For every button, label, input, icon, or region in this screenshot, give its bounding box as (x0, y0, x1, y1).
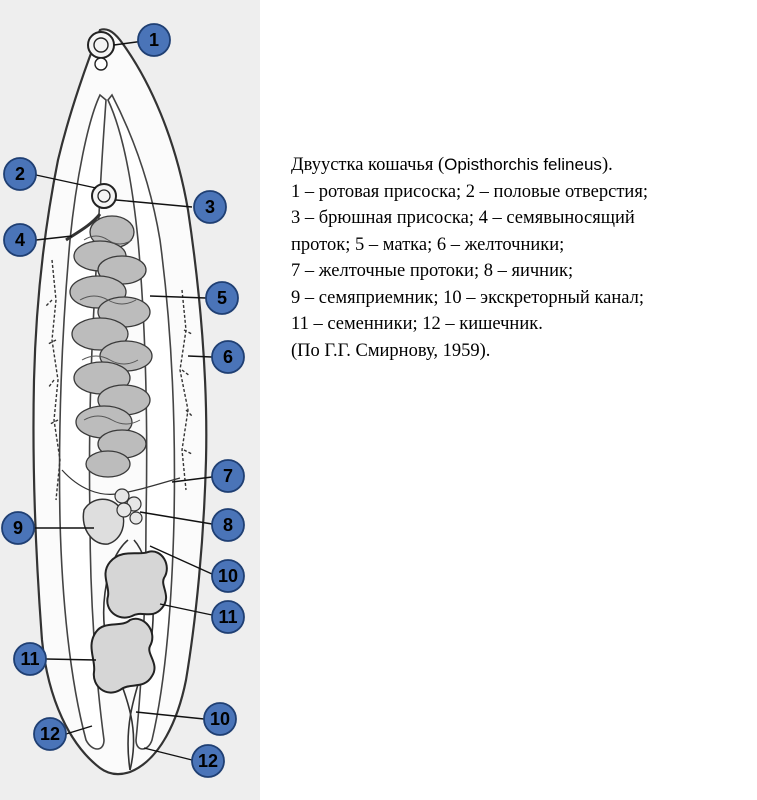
svg-text:7: 7 (223, 466, 233, 486)
callout-4: 4 (3, 223, 37, 257)
fluke-illustration: 1 2 3 4 5 6 7 8 (1, 23, 245, 778)
caption-line-2: 3 – брюшная присоска; 4 – семявыносящий (291, 208, 635, 228)
svg-text:11: 11 (20, 649, 39, 669)
callout-12-right: 12 (191, 744, 225, 778)
testis-lower (90, 617, 156, 694)
callout-10-lower: 10 (203, 702, 237, 736)
ventral-sucker (91, 183, 117, 209)
callout-12-left: 12 (33, 717, 67, 751)
svg-text:8: 8 (223, 515, 233, 535)
seminal-receptacle (82, 498, 125, 545)
caption-title-suffix: ). (601, 155, 613, 175)
oral-sucker (87, 31, 115, 59)
svg-text:10: 10 (210, 709, 230, 729)
testis-upper (104, 550, 168, 619)
caption-source: (По Г.Г. Смирнову, 1959). (291, 340, 491, 361)
uterus (69, 215, 153, 478)
svg-text:10: 10 (218, 566, 238, 586)
caption-line-4: 7 – желточные протоки; 8 – яичник; (291, 261, 574, 281)
figure-caption: Двуустка кошачья (Opisthorchis felineus)… (291, 152, 746, 364)
callout-9: 9 (1, 511, 35, 545)
callout-3: 3 (193, 190, 227, 224)
caption-title-prefix: Двуустка кошачья ( (291, 155, 445, 175)
caption-line-6: 11 – семенники; 12 – кишечник. (291, 314, 543, 334)
leader-lines (34, 40, 213, 761)
callout-10-upper: 10 (211, 559, 245, 593)
svg-text:12: 12 (40, 724, 60, 744)
fluke-diagram: 1 2 3 4 5 6 7 8 (0, 0, 260, 800)
callout-7: 7 (211, 459, 245, 493)
callout-2: 2 (3, 157, 37, 191)
callout-11-left: 11 (13, 642, 47, 676)
callout-1: 1 (137, 23, 171, 57)
svg-text:3: 3 (205, 197, 215, 217)
svg-text:11: 11 (218, 607, 237, 627)
ovary (114, 488, 143, 525)
caption-line-5: 9 – семяприемник; 10 – экскреторный кана… (291, 287, 645, 308)
svg-text:6: 6 (223, 347, 233, 367)
svg-text:12: 12 (198, 751, 218, 771)
svg-text:5: 5 (217, 288, 227, 308)
callout-6: 6 (211, 340, 245, 374)
caption-title-latin: Opisthorchis felineus (444, 155, 602, 174)
vitellaria (45, 259, 193, 501)
caption-title: Двуустка кошачья (Opisthorchis felineus)… (291, 152, 746, 179)
callout-8: 8 (211, 508, 245, 542)
svg-text:1: 1 (149, 30, 159, 50)
seminal-duct (65, 213, 102, 242)
caption-line-3: проток; 5 – матка; 6 – желточники; (291, 234, 565, 255)
callout-11-right: 11 (211, 600, 245, 634)
svg-text:4: 4 (15, 230, 25, 250)
svg-text:2: 2 (15, 164, 25, 184)
callout-5: 5 (205, 281, 239, 315)
svg-text:9: 9 (13, 518, 23, 538)
caption-line-1: 1 – ротовая присоска; 2 – половые отверс… (291, 181, 648, 202)
